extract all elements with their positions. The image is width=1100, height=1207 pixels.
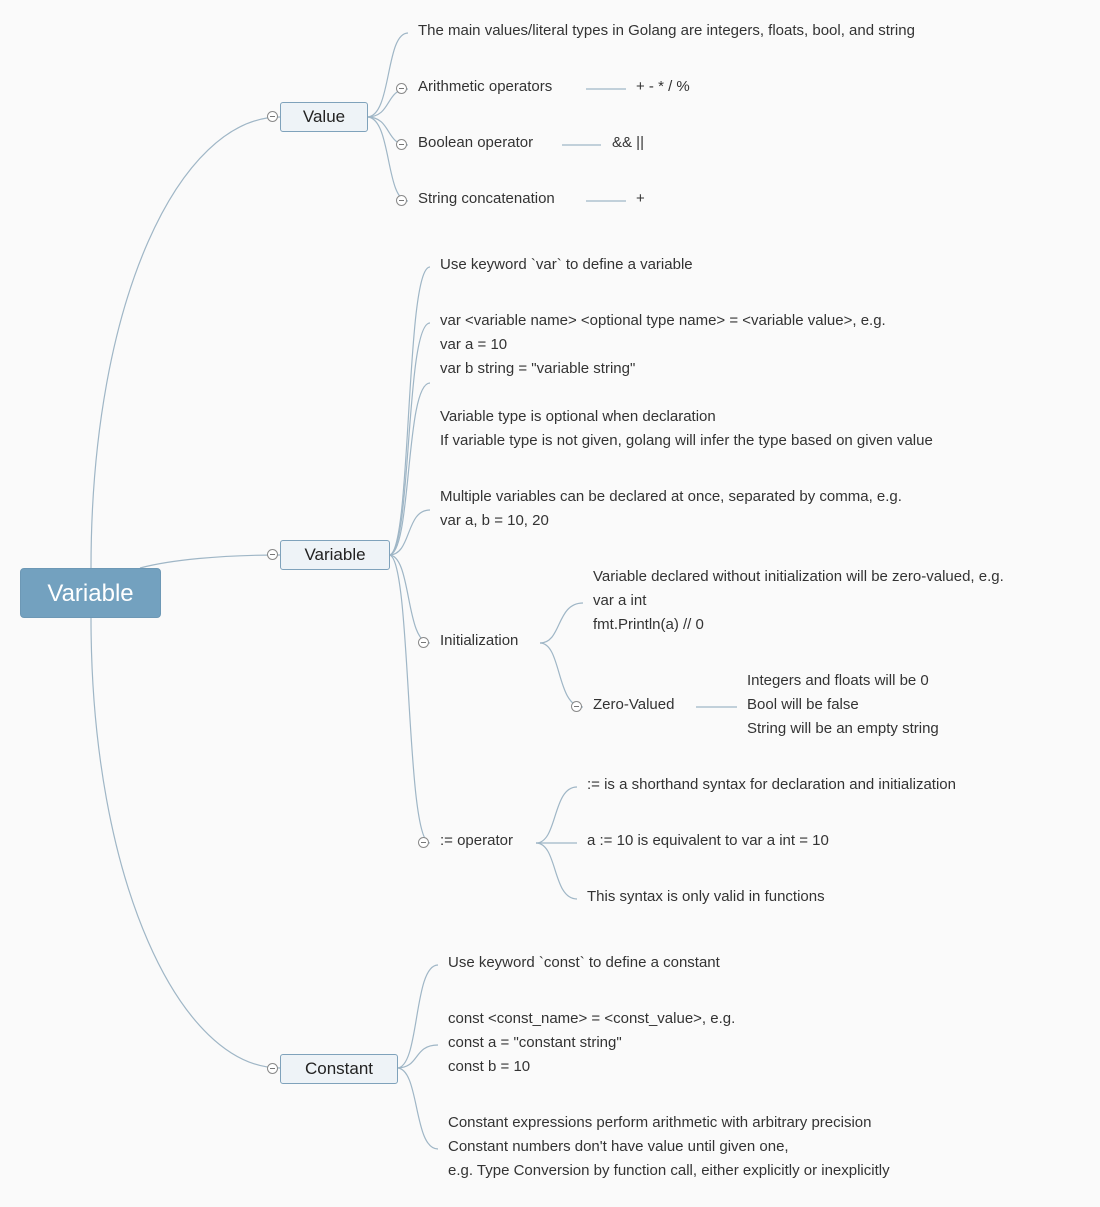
variable-type-optional-1[interactable]: Variable type is optional when declarati… <box>440 408 716 425</box>
constant-syntax-1[interactable]: const <const_name> = <const_value>, e.g. <box>448 1010 736 1027</box>
shorthand-note[interactable]: This syntax is only valid in functions <box>587 888 825 905</box>
variable-type-optional-2[interactable]: If variable type is not given, golang wi… <box>440 432 933 449</box>
collapse-icon[interactable] <box>267 549 278 560</box>
value-concat-label[interactable]: String concatenation <box>418 190 555 207</box>
shorthand-label[interactable]: := operator <box>440 832 513 849</box>
value-arithmetic-label[interactable]: Arithmetic operators <box>418 78 553 95</box>
collapse-icon[interactable] <box>396 83 407 94</box>
constant-precision-2[interactable]: Constant numbers don't have value until … <box>448 1138 789 1155</box>
variable-syntax-3[interactable]: var b string = "variable string" <box>440 360 636 377</box>
constant-keyword[interactable]: Use keyword `const` to define a constant <box>448 954 720 971</box>
constant-syntax-3[interactable]: const b = 10 <box>448 1058 531 1075</box>
topic-constant[interactable]: Constant <box>280 1054 398 1084</box>
value-boolean-label[interactable]: Boolean operator <box>418 134 534 151</box>
edge-root-constant <box>90 617 281 1069</box>
init-no-init-2[interactable]: var a int <box>593 592 647 609</box>
shorthand-example[interactable]: a := 10 is equivalent to var a int = 10 <box>587 832 829 849</box>
init-no-init-3[interactable]: fmt.Println(a) // 0 <box>593 616 704 633</box>
root-topic[interactable]: Variable <box>20 568 161 618</box>
value-arithmetic-detail[interactable]: + - * / % <box>636 78 690 95</box>
collapse-icon[interactable] <box>418 837 429 848</box>
initialization-label[interactable]: Initialization <box>440 632 519 649</box>
variable-multiple-1[interactable]: Multiple variables can be declared at on… <box>440 488 902 505</box>
init-no-init-1[interactable]: Variable declared without initialization… <box>593 568 1004 585</box>
collapse-icon[interactable] <box>571 701 582 712</box>
value-concat-detail[interactable]: + <box>636 190 645 207</box>
value-boolean-detail[interactable]: && || <box>612 134 644 151</box>
collapse-icon[interactable] <box>396 195 407 206</box>
constant-syntax-2[interactable]: const a = "constant string" <box>448 1034 622 1051</box>
zero-valued-line-2[interactable]: Bool will be false <box>747 696 859 713</box>
edge-root-value <box>90 116 281 569</box>
collapse-icon[interactable] <box>418 637 429 648</box>
collapse-icon[interactable] <box>396 139 407 150</box>
zero-valued-label[interactable]: Zero-Valued <box>593 696 675 713</box>
variable-multiple-2[interactable]: var a, b = 10, 20 <box>440 512 549 529</box>
constant-precision-1[interactable]: Constant expressions perform arithmetic … <box>448 1114 872 1131</box>
zero-valued-line-3[interactable]: String will be an empty string <box>747 720 939 737</box>
constant-precision-3[interactable]: e.g. Type Conversion by function call, e… <box>448 1162 890 1179</box>
topic-variable[interactable]: Variable <box>280 540 390 570</box>
topic-value[interactable]: Value <box>280 102 368 132</box>
collapse-icon[interactable] <box>267 111 278 122</box>
edge-root-variable <box>139 554 281 569</box>
variable-syntax-1[interactable]: var <variable name> <optional type name>… <box>440 312 886 329</box>
variable-syntax-2[interactable]: var a = 10 <box>440 336 508 353</box>
zero-valued-line-1[interactable]: Integers and floats will be 0 <box>747 672 929 689</box>
value-literal-types[interactable]: The main values/literal types in Golang … <box>418 22 915 39</box>
collapse-icon[interactable] <box>267 1063 278 1074</box>
variable-keyword[interactable]: Use keyword `var` to define a variable <box>440 256 693 273</box>
shorthand-desc[interactable]: := is a shorthand syntax for declaration… <box>587 776 956 793</box>
